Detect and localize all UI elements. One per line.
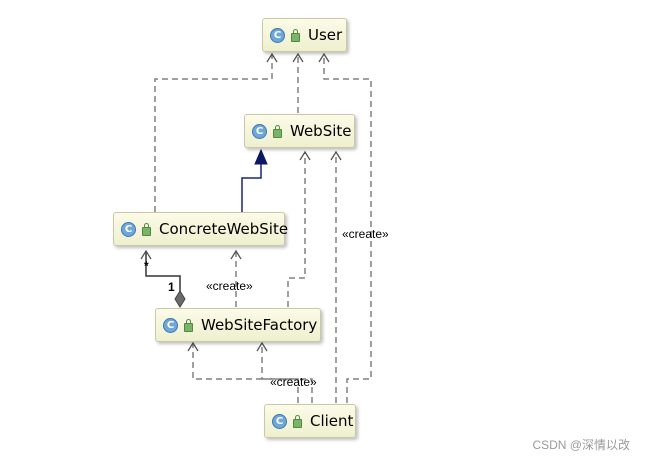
dependency-client-user — [318, 52, 372, 403]
dependency-concrete-user — [154, 52, 278, 212]
aggregation-diamond — [174, 290, 186, 308]
multiplicity-one: 1 — [168, 280, 175, 294]
lock-icon — [291, 28, 300, 42]
class-name-concretewebsite: ConcreteWebSite — [159, 220, 289, 238]
inheritance-concrete-website — [241, 164, 262, 212]
dependency-client-factory — [187, 341, 299, 403]
create-label-factory-concrete: «create» — [206, 279, 253, 293]
class-icon: C — [270, 27, 285, 43]
create-label-client-factory: «create» — [270, 375, 317, 389]
create-label-client-website: «create» — [342, 227, 389, 241]
class-name-websitefactory: WebSiteFactory — [201, 316, 318, 334]
class-concretewebsite[interactable]: C ConcreteWebSite — [113, 212, 289, 246]
class-icon: C — [272, 413, 287, 429]
class-icon: C — [121, 221, 136, 237]
inheritance-arrowhead — [254, 148, 268, 165]
class-user[interactable]: C User — [262, 18, 347, 52]
class-websitefactory[interactable]: C WebSiteFactory — [155, 308, 321, 342]
lock-icon — [273, 124, 282, 138]
class-client[interactable]: C Client — [264, 404, 356, 438]
lock-icon — [293, 414, 302, 428]
class-name-user: User — [308, 26, 343, 44]
dependency-factory-website — [287, 150, 311, 307]
class-name-client: Client — [310, 412, 354, 430]
aggregation-factory-concrete — [140, 249, 181, 292]
class-name-website: WebSite — [290, 122, 352, 140]
class-icon: C — [163, 317, 178, 333]
class-website[interactable]: C WebSite — [244, 114, 355, 148]
watermark: CSDN @深情以改 — [532, 438, 630, 452]
dependency-client-factory-2 — [256, 341, 313, 403]
multiplicity-many: * — [144, 259, 149, 273]
lock-icon — [184, 318, 193, 332]
lock-icon — [142, 222, 151, 236]
class-icon: C — [252, 123, 267, 139]
